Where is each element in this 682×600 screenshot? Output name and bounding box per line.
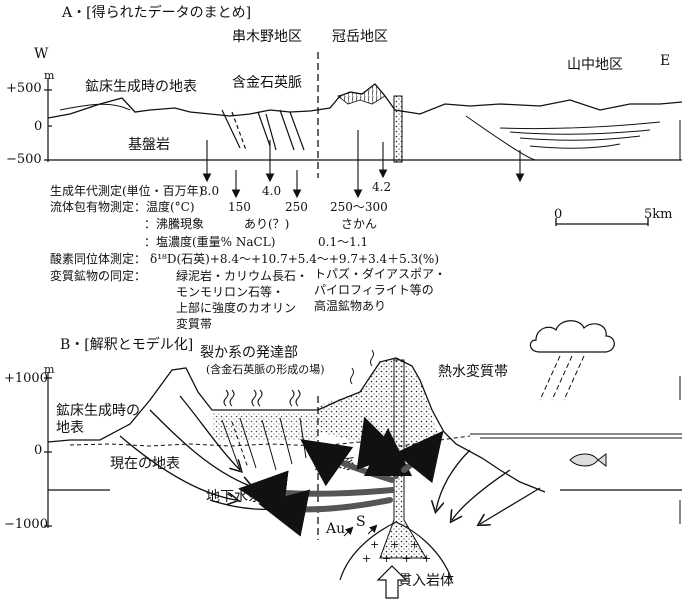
fissure-sublabel: (含金石英脈の形成の場): [206, 363, 325, 376]
boiling-value: あり(？): [244, 217, 290, 231]
intrusive-body: +++ ++++: [362, 538, 431, 565]
surface-label-a: 鉱床生成時の地表: [85, 79, 197, 95]
au-s-arrows: [343, 524, 378, 537]
temp-value-3: 250〜300: [330, 200, 388, 214]
west-label: W: [34, 46, 49, 62]
alteration-left-1: 緑泥岩・カリウム長石・: [176, 269, 309, 283]
b-fissure-zone: [212, 412, 318, 440]
a-conduit: [393, 95, 403, 163]
age-value-1: 8.0: [200, 184, 220, 198]
scale-zero: 0: [554, 207, 563, 222]
a-tick-minus500: −500: [6, 152, 42, 167]
b-tick-minus1000: −1000: [4, 517, 48, 532]
hydrothermal-zone-label: 熱水変質帯: [438, 364, 508, 380]
alteration-right-3: 高温鉱物あり: [314, 299, 387, 313]
alteration-label: 変質鉱物の同定：: [50, 269, 147, 283]
a-tick-plus500: +500: [6, 81, 42, 96]
intrusive-outline: [339, 521, 453, 581]
svg-text:+: +: [362, 552, 371, 565]
svg-text:+: +: [422, 552, 431, 565]
b-tick-plus1000: +1000: [4, 371, 48, 386]
au-label: Au: [326, 521, 346, 537]
hydrothermal-arrows: [238, 416, 444, 537]
fish-icon: [569, 453, 607, 467]
svg-text:+: +: [370, 538, 379, 551]
s-label: S: [356, 514, 366, 530]
b-unit-m: m: [44, 363, 55, 376]
alteration-left-3: 上部に強度のカオリン: [176, 301, 297, 315]
b-axis: [44, 372, 682, 528]
hot-spring-icons: [223, 349, 374, 407]
intrusive-label: 貫入岩体: [398, 573, 454, 589]
fluid-label: 流体包有物測定：温度(°C): [50, 200, 195, 214]
a-yamanaka-basin: [465, 115, 661, 161]
svg-text:+: +: [410, 538, 419, 551]
alteration-left-4: 変質帯: [176, 317, 213, 331]
basement-label: 基盤岩: [128, 137, 170, 153]
area-yamanaka: 山中地区: [567, 57, 623, 73]
a-paleo-surface: [59, 103, 131, 111]
lake-water: [470, 433, 682, 439]
svg-text:+: +: [402, 552, 411, 565]
intrusion-arrow: [376, 565, 408, 599]
rain-cloud-icon: [529, 320, 615, 353]
a-summit-body: [337, 83, 386, 105]
rain-lines: [539, 355, 585, 401]
a-tick-0: 0: [34, 119, 43, 134]
area-kushikino: 串木野地区: [232, 29, 302, 45]
east-label: E: [660, 53, 671, 69]
boiling-right: さかん: [341, 217, 378, 231]
scale-bar: [555, 218, 649, 226]
temp-value-1: 150: [228, 200, 251, 214]
boiling-label: ：沸騰現象: [144, 217, 205, 231]
surface-then-line2: 地表: [56, 420, 84, 436]
a-axis: [44, 78, 682, 162]
panel-b-title: B・[解釈とモデル化]: [60, 337, 194, 353]
a-unit-m: m: [44, 69, 55, 82]
svg-text:+: +: [382, 552, 391, 565]
quartz-veins: [221, 109, 305, 151]
b-topography: [47, 357, 546, 493]
alteration-left-2: モンモリロン石等・: [176, 285, 285, 299]
temp-value-2: 250: [285, 200, 308, 214]
age-label: 生成年代測定(単位・百万年): [50, 184, 204, 198]
age-value-3: 4.2: [372, 180, 392, 194]
area-kanmuridake: 冠岳地区: [332, 29, 388, 45]
svg-text:+: +: [390, 538, 399, 551]
surface-then-line1: 鉱床生成時の: [56, 403, 140, 419]
a-sample-arrows: [202, 130, 525, 199]
salinity-label: ：塩濃度(重量% NaCL): [144, 235, 276, 249]
b-fissures: [221, 417, 307, 471]
vein-label: 含金石英脈: [232, 75, 302, 91]
fissure-label: 裂か系の発達部: [200, 345, 298, 361]
alteration-right-1: トパズ・ダイアスポア・: [314, 267, 447, 281]
panel-a-title: A・[得られたデータのまとめ]: [62, 5, 252, 21]
scale-five: 5km: [644, 207, 673, 222]
age-value-2: 4.0: [262, 184, 282, 198]
salinity-value: 0.1〜1.1: [318, 235, 369, 249]
b-tick-0: 0: [34, 443, 43, 458]
isotope-label: 酸素同位体測定：: [50, 252, 147, 266]
isotope-value: δ¹⁸D(石英)+8.4〜+10.7+5.4〜+9.7+3.4＋5.3(%): [150, 252, 440, 266]
alteration-right-2: パイロフィライト等の: [314, 283, 434, 297]
